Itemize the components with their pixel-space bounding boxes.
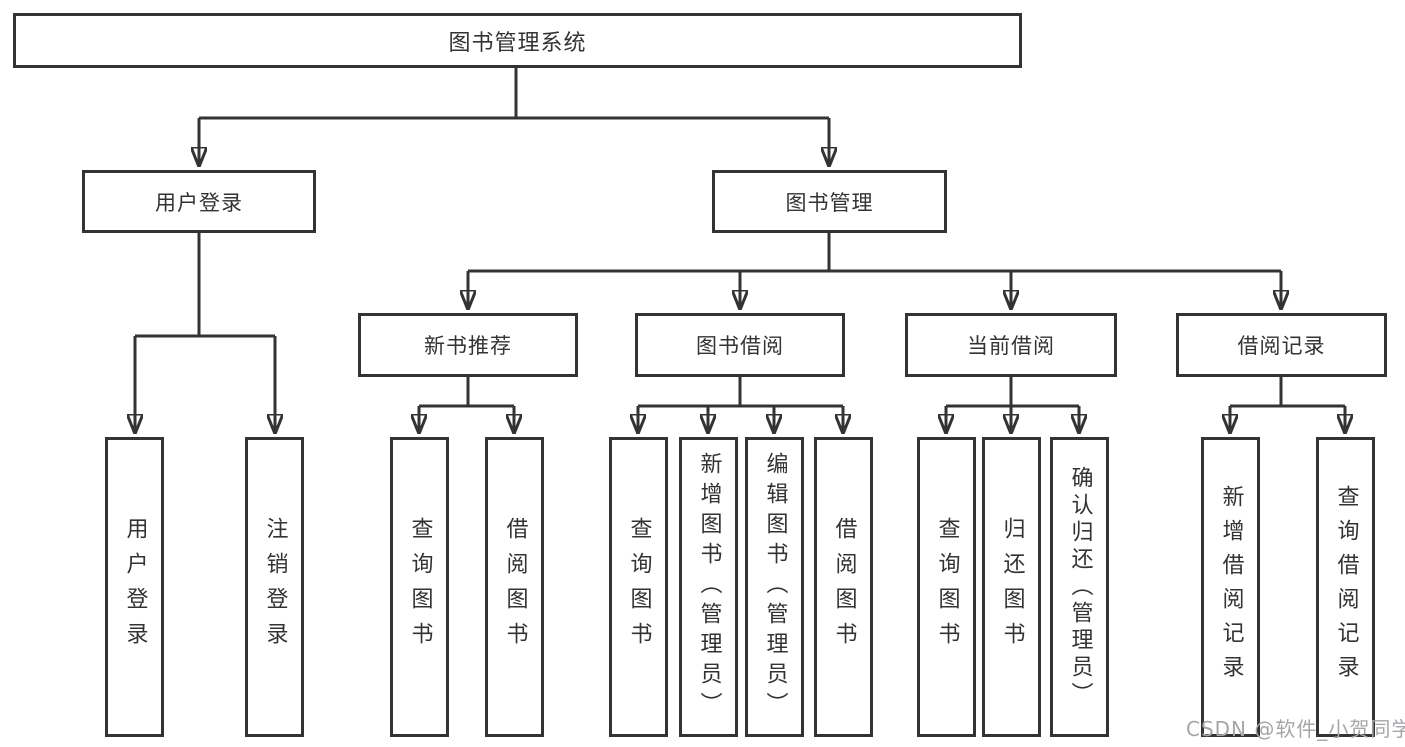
connector-root-stem [199, 68, 829, 120]
node-user-login: 用户登录 [82, 170, 316, 233]
node-borrowing-records: 借阅记录 [1176, 313, 1387, 377]
node-current-borrowing: 当前借阅 [905, 313, 1117, 377]
connector-user-login-stem [135, 233, 275, 338]
connector-new-books-stem [419, 377, 514, 408]
node-new-book-recommend: 新书推荐 [358, 313, 578, 377]
leaf-user-login: 用户登录 [105, 437, 164, 737]
leaf-add-borrow-record: 新增借阅记录 [1201, 437, 1260, 737]
connector-borrow-records-stem [1230, 377, 1345, 408]
connector-book-mgmt-stem [468, 233, 1281, 273]
leaf-query-borrow-record: 查询借阅记录 [1316, 437, 1375, 737]
leaf-borrow-books: 借阅图书 [814, 437, 873, 737]
csdn-watermark: CSDN @软件_小贺同学 [1186, 717, 1405, 741]
node-library-system: 图书管理系统 [13, 13, 1022, 68]
leaf-edit-books-admin: 编辑图书（管理员） [745, 437, 804, 737]
connector-book-borrow-stem [638, 377, 843, 408]
leaf-add-books-admin: 新增图书（管理员） [679, 437, 738, 737]
node-book-management: 图书管理 [712, 170, 947, 233]
node-book-borrowing: 图书借阅 [635, 313, 845, 377]
leaf-query-books-current: 查询图书 [917, 437, 976, 737]
leaf-borrow-books-recommend: 借阅图书 [485, 437, 544, 737]
leaf-logout: 注销登录 [245, 437, 304, 737]
leaf-query-books-recommend: 查询图书 [390, 437, 449, 737]
leaf-query-books-borrow: 查询图书 [609, 437, 668, 737]
leaf-return-books: 归还图书 [982, 437, 1041, 737]
leaf-confirm-return-admin: 确认归还（管理员） [1050, 437, 1109, 737]
connector-current-borrow-stem [946, 377, 1079, 408]
